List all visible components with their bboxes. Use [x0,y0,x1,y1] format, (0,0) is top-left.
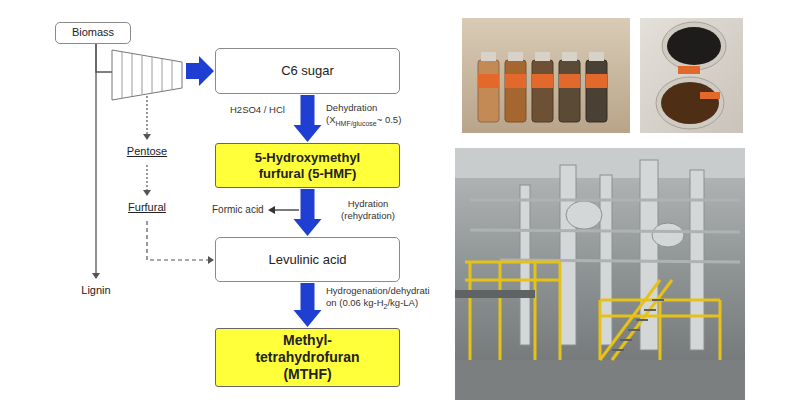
node-text: Biomass [72,26,114,39]
annotation: Hydrogenation/dehydration (0.06 kg-H2/kg… [326,285,430,309]
connector [294,283,322,327]
node-text: Pentose [127,145,167,158]
process-box: Biomass [55,22,131,44]
stream-label: Lignin [66,280,126,302]
annotation-text: ~ 0.5) [377,114,402,125]
annotation-text: Formic acid [212,204,264,215]
process-box: Methyl-tetrahydrofuran (MTHF) [215,328,400,387]
annotation-text: (X [326,114,336,125]
annotation-text: H2SO4 / HCl [230,104,285,115]
connector [143,165,151,196]
process-box: 5-Hydroxymethyl furfural (5-HMF) [215,143,400,188]
connector [294,189,322,236]
process-box: C6 sugar [215,48,400,94]
annotation-text: /kg-LA) [387,297,418,308]
annotation: Dehydration (XHMF/glucose~ 0.5) [326,102,450,126]
subscript-text: HMF/glucose [336,120,377,127]
annotation: Formic acid [212,204,268,216]
node-text: Levulinic acid [268,252,346,268]
connector [92,44,100,279]
annotation-text: Hydration (rehydration) [341,198,395,221]
pilot-plant-photo [455,148,745,400]
node-text: Furfural [128,201,166,214]
powder-photo [640,18,743,133]
bottles-photo [462,18,630,133]
annotation: Hydration (rehydration) [326,198,410,222]
stream-label: Furfural [117,197,177,219]
connector [147,221,214,264]
separator-symbol [112,50,182,100]
side-arrow [268,206,299,214]
subscript-text: 2 [384,303,388,310]
annotation-text: Dehydration [326,102,377,113]
node-text: Lignin [81,284,110,297]
annotation: H2SO4 / HCl [230,104,294,116]
stream-label: Pentose [117,141,177,163]
process-box: Levulinic acid [215,237,400,282]
node-text: 5-Hydroxymethyl furfural (5-HMF) [243,150,373,181]
dotted-arrow [143,96,151,140]
annotation-text: (0.06 kg-H [339,297,383,308]
node-text: Methyl-tetrahydrofuran (MTHF) [245,332,370,382]
connector [294,95,322,142]
node-text: C6 sugar [281,63,334,79]
